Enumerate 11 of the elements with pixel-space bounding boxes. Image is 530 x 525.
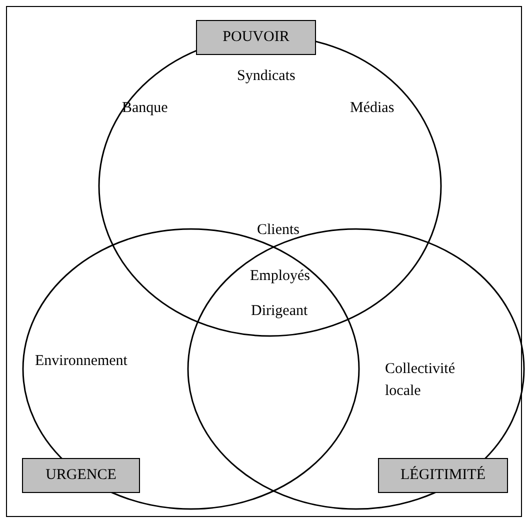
stakeholder-label: Clients: [257, 222, 300, 239]
category-label: POUVOIR: [196, 20, 316, 55]
stakeholder-label: Syndicats: [237, 68, 296, 85]
stakeholder-label: Collectivité locale: [385, 360, 456, 401]
stakeholder-label: Médias: [350, 100, 394, 117]
stakeholder-label: Environnement: [35, 353, 128, 370]
category-label: LÉGITIMITÉ: [378, 458, 508, 493]
stakeholder-label: Dirigeant: [251, 303, 308, 320]
stakeholder-label: Banque: [122, 100, 168, 117]
stakeholder-label: Employés: [250, 268, 310, 285]
category-label: URGENCE: [22, 458, 140, 493]
